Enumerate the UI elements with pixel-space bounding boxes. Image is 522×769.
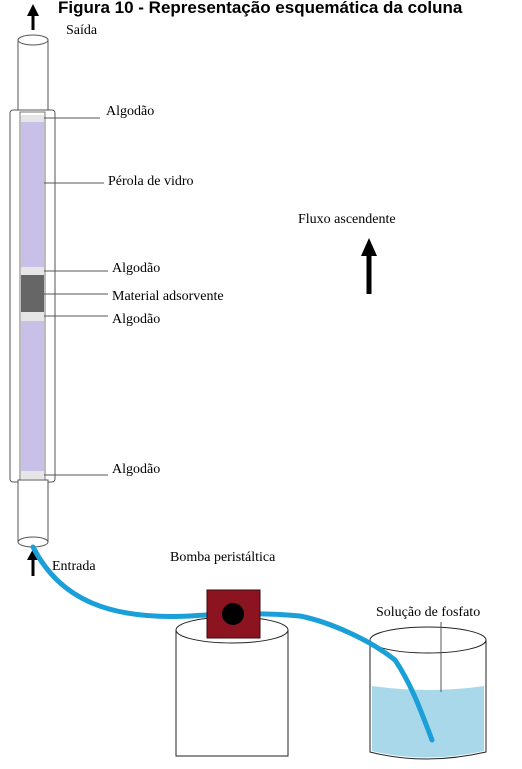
column-top-tube <box>17 34 49 113</box>
glass-bead-layer-lower <box>21 321 44 471</box>
pump-head <box>206 589 261 639</box>
cotton-layer-bottom <box>21 471 44 479</box>
label-bomba-peristaltica: Bomba peristáltica <box>170 550 276 565</box>
figure-title: Figura 10 - Representação esquemática da… <box>58 0 463 17</box>
outlet-arrow-icon <box>27 4 39 30</box>
cotton-layer-mid-lower <box>21 312 44 321</box>
label-fluxo-ascendente: Fluxo ascendente <box>298 212 396 227</box>
column-bottom-tube <box>17 479 49 548</box>
cotton-layer-top <box>21 115 44 122</box>
label-perola-de-vidro: Pérola de vidro <box>108 174 194 189</box>
label-algodao-bottom: Algodão <box>112 462 160 477</box>
pump-rotor-icon <box>222 603 244 625</box>
label-material-adsorvente: Material adsorvente <box>112 289 224 304</box>
glass-bead-layer-upper <box>21 122 44 267</box>
cotton-layer-mid-upper <box>21 267 44 275</box>
adsorbent-layer <box>21 275 44 312</box>
label-algodao-top: Algodão <box>106 104 154 119</box>
label-algodao-mid2: Algodão <box>112 312 160 327</box>
leader-lines <box>44 117 108 476</box>
label-algodao-mid1: Algodão <box>112 261 160 276</box>
flow-up-arrow-icon <box>361 238 377 294</box>
tubing <box>30 544 435 743</box>
label-solucao-de-fosfato: Solução de fosfato <box>376 605 480 620</box>
label-entrada: Entrada <box>52 559 96 574</box>
solution-beaker <box>369 626 487 760</box>
label-saida: Saída <box>66 23 98 38</box>
